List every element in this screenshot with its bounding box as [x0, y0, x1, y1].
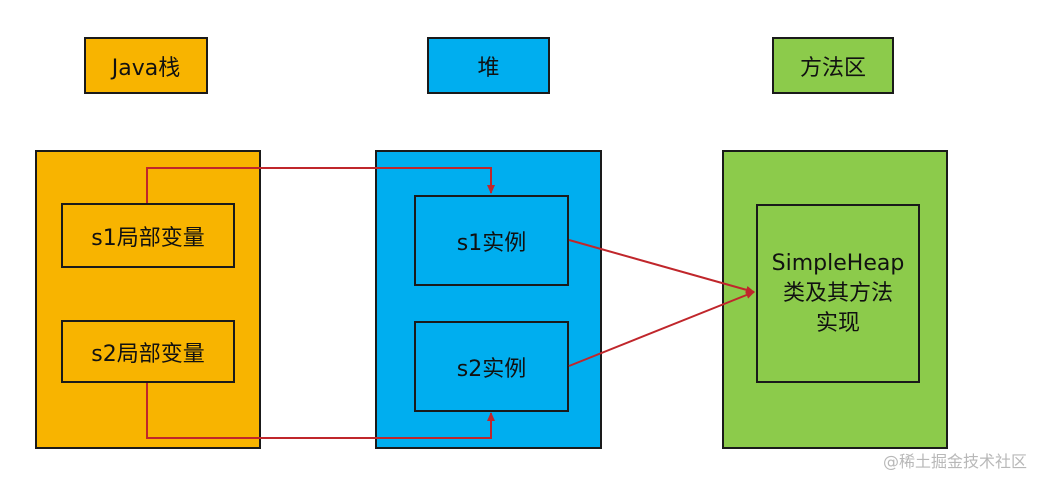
simpleheap-class-box: SimpleHeap 类及其方法 实现: [756, 204, 920, 383]
s2-instance: s2实例: [414, 321, 569, 412]
class-line-2: 类及其方法: [782, 280, 893, 306]
header-java-stack: Java栈: [84, 37, 208, 94]
s2-local-variable: s2局部变量: [61, 320, 235, 383]
java-stack-panel: [35, 150, 261, 449]
watermark: @稀土掘金技术社区: [883, 448, 1027, 472]
s1-instance: s1实例: [414, 195, 569, 286]
watermark-text: @稀土掘金技术社区: [882, 452, 1027, 471]
s1-local-variable: s1局部变量: [61, 203, 235, 268]
header-method-area: 方法区: [772, 37, 894, 94]
class-line-1: SimpleHeap: [771, 250, 905, 276]
header-heap: 堆: [427, 37, 550, 94]
class-line-3: 实现: [815, 310, 860, 336]
